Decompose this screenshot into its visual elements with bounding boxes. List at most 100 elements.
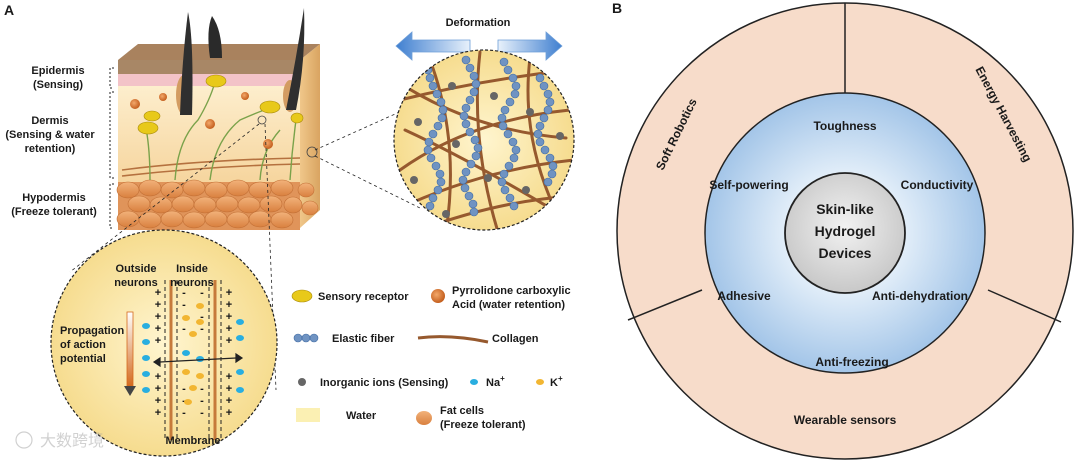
hypodermis-label: Hypodermis <box>22 192 86 204</box>
property-toughness: Toughness <box>813 119 876 133</box>
svg-text:+: + <box>155 407 161 419</box>
legend-pca-label-2: Acid (water retention) <box>452 299 565 311</box>
zoom-inorganic-ions <box>410 82 564 218</box>
epidermis-sublabel: (Sensing) <box>33 79 83 91</box>
watermark-text: 大数跨境 <box>40 431 104 450</box>
svg-text:+: + <box>155 299 161 311</box>
svg-text:+: + <box>155 323 161 335</box>
dermis-collagen-fiber <box>121 157 301 171</box>
center-label-1: Skin-like <box>816 201 874 217</box>
zoom-elastic-fibers <box>423 55 558 217</box>
svg-text:+: + <box>155 287 161 299</box>
sensory-receptors <box>137 74 304 135</box>
panel-b: B Skin-like Hydrogel Devices Toughness C… <box>612 0 1074 460</box>
svg-text:+: + <box>226 371 232 383</box>
svg-text:+: + <box>226 335 232 347</box>
svg-text:-: - <box>200 311 204 323</box>
zoom-marker-fiber <box>306 146 318 158</box>
legend-fat-cells-label-2: (Freeze tolerant) <box>440 419 526 431</box>
dermis-sublabel-2: retention) <box>25 143 76 155</box>
dermis-sublabel-1: (Sensing & water <box>5 129 95 141</box>
panel-a: A <box>4 2 575 457</box>
fat-cell-cluster <box>116 179 319 229</box>
panel-b-label: B <box>612 0 622 16</box>
propagation-label-2: of action <box>60 339 106 351</box>
svg-text:-: - <box>200 323 204 335</box>
legend-elastic-fiber-swatch <box>293 333 319 343</box>
skin-block <box>116 8 320 230</box>
skin-block-side <box>300 44 320 228</box>
epidermis-band <box>118 60 300 74</box>
legend-elastic-fiber-label: Elastic fiber <box>332 333 395 345</box>
layer-brackets <box>109 67 114 229</box>
legend-pca-swatch <box>431 289 445 303</box>
svg-text:-: - <box>200 407 204 419</box>
dermis-label: Dermis <box>31 115 68 127</box>
zoom-marker-neuron <box>257 115 267 125</box>
property-adhesive: Adhesive <box>717 289 771 303</box>
legend-k-label: K+ <box>550 374 563 389</box>
propagation-arrow-head <box>124 386 136 396</box>
watermark: 大数跨境 <box>15 431 104 450</box>
hair-strand <box>180 12 193 115</box>
property-conductivity: Conductivity <box>901 178 974 192</box>
pca-particles <box>130 92 273 149</box>
svg-text:-: - <box>200 383 204 395</box>
svg-text:+: + <box>226 407 232 419</box>
membrane-label: Membrane <box>165 435 220 447</box>
propagation-label-3: potential <box>60 353 106 365</box>
hypodermis-sublabel: (Freeze tolerant) <box>11 206 97 218</box>
legend-sensory-receptor-swatch <box>291 289 313 303</box>
neuron-zoom-circle: +++++++++ +++++++++ ------- ------- <box>50 229 278 457</box>
panel-a-label: A <box>4 2 14 18</box>
legend-na-label: Na+ <box>486 374 505 389</box>
legend-collagen-swatch <box>417 335 489 344</box>
legend-fat-cell-swatch <box>416 411 432 425</box>
center-label-3: Devices <box>819 245 872 261</box>
svg-text:-: - <box>182 407 186 419</box>
svg-text:-: - <box>182 395 186 407</box>
application-wearable-sensors: Wearable sensors <box>794 413 897 427</box>
svg-text:-: - <box>182 323 186 335</box>
ion-flow-arrows <box>152 352 244 368</box>
svg-text:+: + <box>226 311 232 323</box>
svg-text:-: - <box>182 299 186 311</box>
epidermis-label: Epidermis <box>31 65 84 77</box>
legend-water-label: Water <box>346 410 377 422</box>
deformation-label: Deformation <box>446 17 511 29</box>
legend-inorganic-ion-swatch <box>298 378 306 386</box>
svg-text:+: + <box>155 395 161 407</box>
legend-k-swatch <box>536 379 544 385</box>
deformation-arrow-left <box>395 31 471 61</box>
svg-text:+: + <box>226 287 232 299</box>
svg-text:+: + <box>226 395 232 407</box>
outside-neurons-sublabel: neurons <box>114 277 157 289</box>
k-ions <box>182 303 204 405</box>
svg-text:-: - <box>200 395 204 407</box>
outside-neurons-label: Outside <box>116 263 157 275</box>
property-anti-freezing: Anti-freezing <box>815 355 888 369</box>
legend-fat-cells-label-1: Fat cells <box>440 405 484 417</box>
outer-ring-dividers <box>627 3 1062 323</box>
hair-strand <box>286 8 305 110</box>
legend-pca-label-1: Pyrrolidone carboxylic <box>452 285 571 297</box>
propagation-bar <box>126 311 134 387</box>
legend-inorganic-ions-label: Inorganic ions (Sensing) <box>320 377 449 389</box>
center-label-2: Hydrogel <box>815 223 876 239</box>
hair-strand <box>208 16 222 58</box>
property-self-powering: Self-powering <box>709 178 788 192</box>
deformation-arrow-right <box>497 31 563 61</box>
legend-sensory-receptor-label: Sensory receptor <box>318 291 409 303</box>
watermark-logo-icon <box>15 431 33 449</box>
inside-neurons-label: Inside <box>176 263 208 275</box>
svg-text:+: + <box>155 335 161 347</box>
legend-collagen-label: Collagen <box>492 333 539 345</box>
svg-text:+: + <box>155 311 161 323</box>
svg-text:-: - <box>182 383 186 395</box>
svg-text:-: - <box>182 287 186 299</box>
property-anti-dehydration: Anti-dehydration <box>872 289 968 303</box>
zoom-leader-lines <box>69 109 421 391</box>
dermis-collagen-fiber <box>121 163 301 177</box>
svg-text:+: + <box>155 383 161 395</box>
svg-text:+: + <box>226 383 232 395</box>
